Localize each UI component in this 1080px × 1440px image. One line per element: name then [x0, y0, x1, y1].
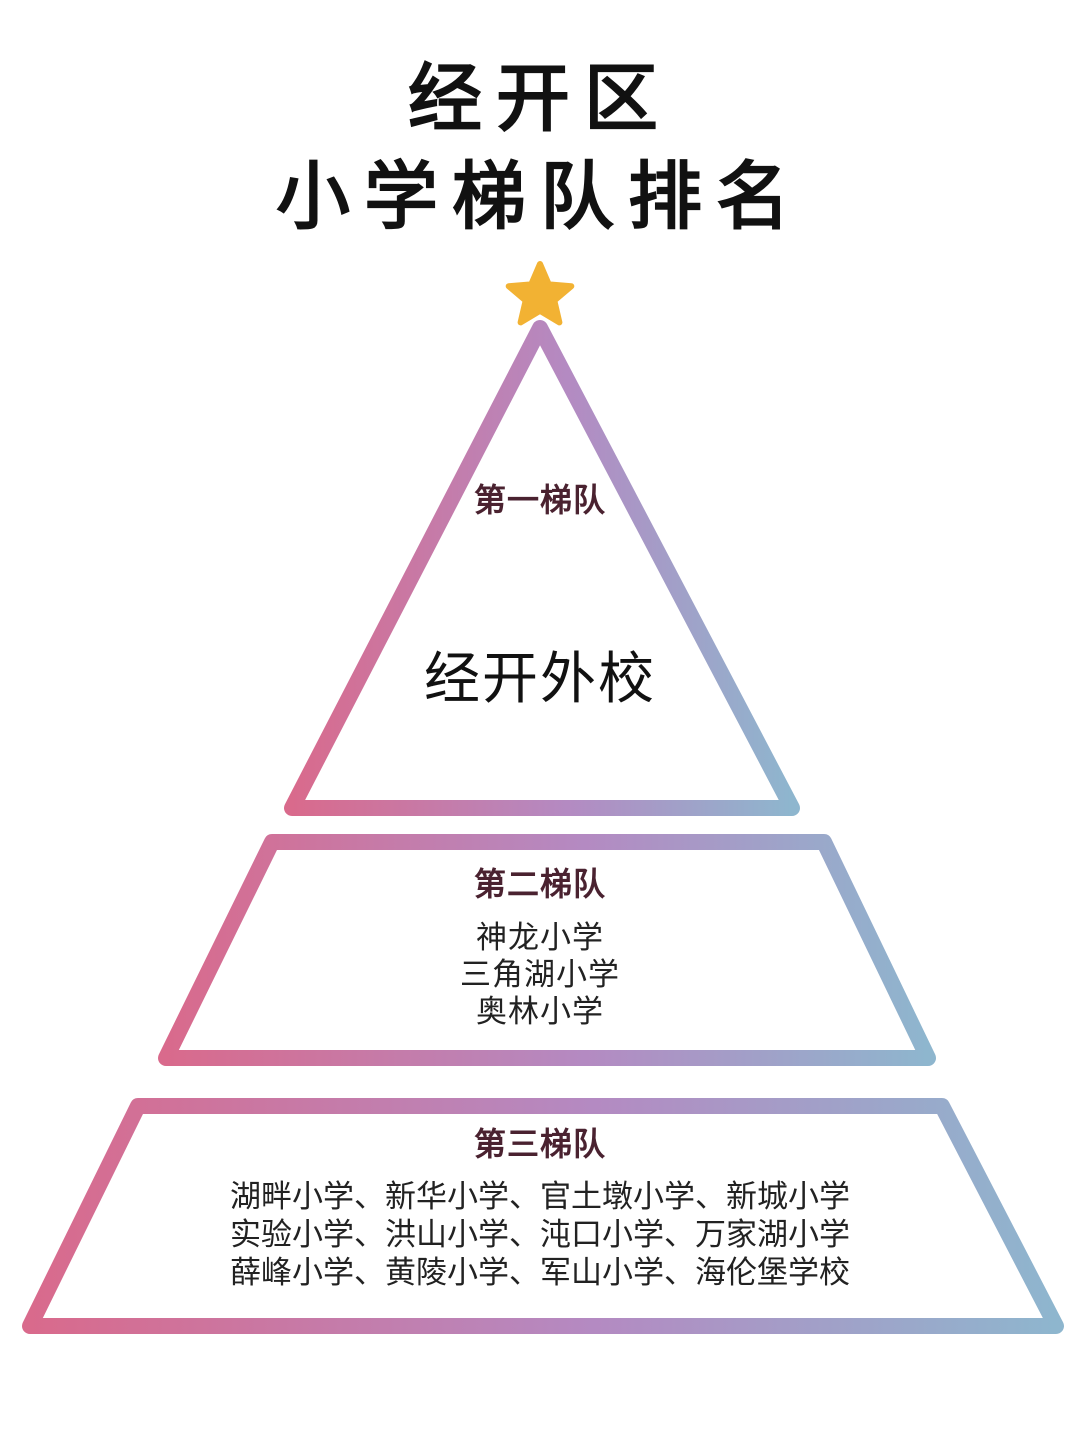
tier3-title: 第三梯队	[473, 1125, 606, 1163]
tier3-school-line: 实验小学、洪山小学、沌口小学、万家湖小学	[230, 1217, 850, 1253]
tier2-school: 三角湖小学	[460, 957, 620, 993]
tier2-trapezoid	[158, 834, 936, 1066]
title-line-1: 经开区	[408, 56, 672, 142]
tier2-title: 第二梯队	[473, 865, 606, 903]
tier1-triangle	[284, 320, 800, 816]
tier1-school: 经开外校	[424, 647, 656, 712]
tier2-school: 神龙小学	[476, 920, 604, 956]
tier3-school-line: 湖畔小学、新华小学、官土墩小学、新城小学	[230, 1179, 850, 1215]
tier2-school-list: 神龙小学 三角湖小学 奥林小学	[0, 920, 1080, 1031]
title-line-2: 小学梯队排名	[276, 154, 804, 240]
tier1-title: 第一梯队	[473, 481, 606, 519]
tier3-school-list: 湖畔小学、新华小学、官土墩小学、新城小学 实验小学、洪山小学、沌口小学、万家湖小…	[0, 1178, 1080, 1292]
tier2-school: 奥林小学	[476, 994, 604, 1030]
star-icon	[505, 261, 575, 326]
tier3-trapezoid	[22, 1098, 1064, 1334]
tier3-school-line: 薛峰小学、黄陵小学、军山小学、海伦堡学校	[230, 1255, 850, 1291]
